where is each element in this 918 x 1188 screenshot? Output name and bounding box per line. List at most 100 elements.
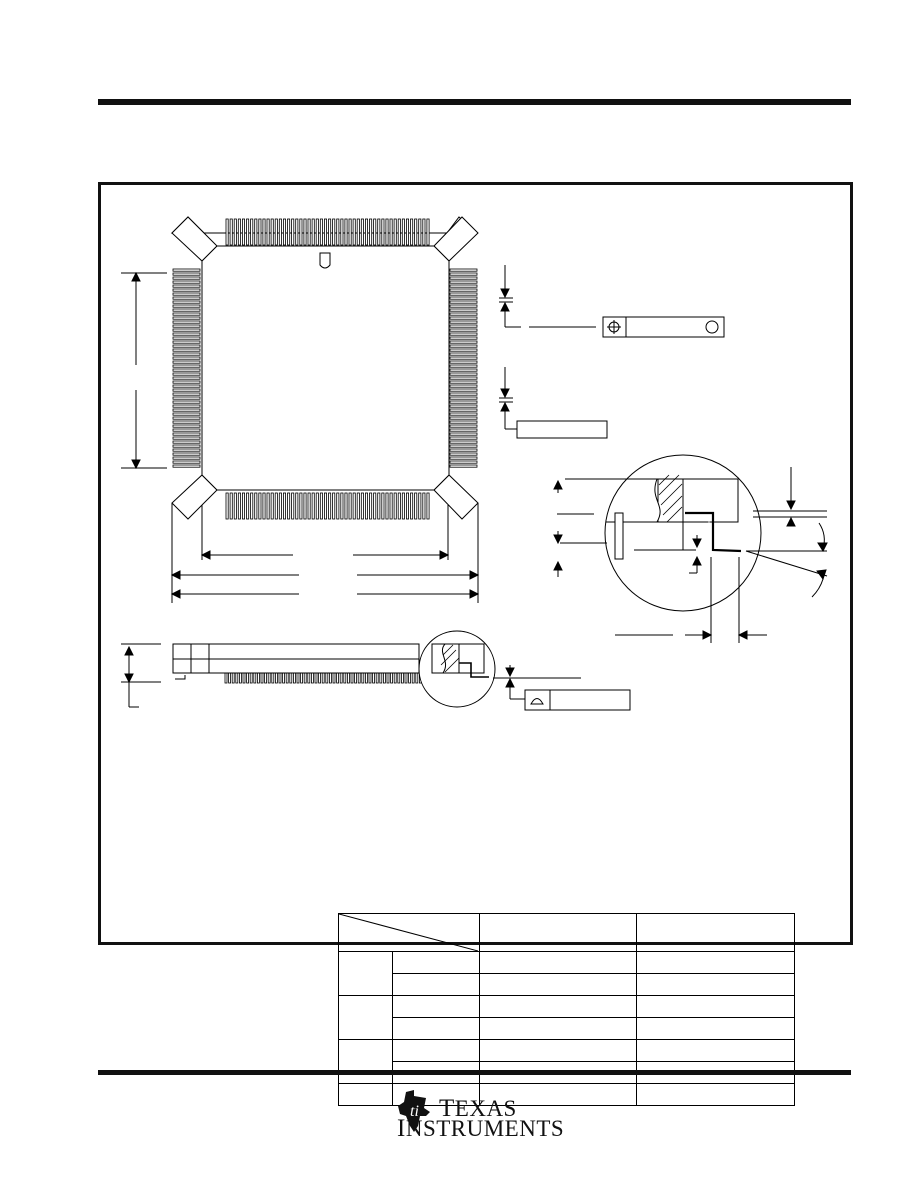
lead-left (172, 424, 201, 428)
lead-side (339, 672, 343, 684)
table-cell (338, 1039, 393, 1084)
lead-top (426, 218, 430, 246)
lead-side (411, 672, 415, 684)
lead-bottom (274, 492, 278, 520)
lead-left (172, 432, 201, 436)
lead-bottom (340, 492, 344, 520)
lead-bottom (418, 492, 422, 520)
lead-right (449, 356, 478, 360)
lead-side (372, 672, 376, 684)
lead-bottom (385, 492, 389, 520)
lead-side (361, 672, 365, 684)
lead-right (449, 376, 478, 380)
table-row (338, 951, 795, 996)
lead-left (172, 396, 201, 400)
lead-right (449, 352, 478, 356)
lead-right (449, 360, 478, 364)
lead-top (241, 218, 245, 246)
table-cell (338, 951, 393, 996)
lead-bottom (250, 492, 254, 520)
lead-top (225, 218, 229, 246)
lead-right (449, 288, 478, 292)
table-cell (338, 1083, 393, 1106)
lead-side (382, 672, 386, 684)
lead-side (357, 672, 361, 684)
lead-top (311, 218, 315, 246)
lead-right (449, 364, 478, 368)
table-cell (392, 1017, 480, 1040)
lead-left (172, 316, 201, 320)
lead-right (449, 388, 478, 392)
lead-side (282, 672, 286, 684)
lead-side (242, 672, 246, 684)
lead-bottom (291, 492, 295, 520)
lead-left (172, 356, 201, 360)
lead-left (172, 452, 201, 456)
lead-left (172, 460, 201, 464)
lead-side (271, 672, 275, 684)
lead-bottom (246, 492, 250, 520)
logo-word-texas: TEXAS (439, 1095, 517, 1122)
lead-side (314, 672, 318, 684)
table-cell (392, 951, 480, 974)
lead-side (310, 672, 314, 684)
lead-bottom (344, 492, 348, 520)
lead-bottom (422, 492, 426, 520)
lead-bottom (295, 492, 299, 520)
lead-top (405, 218, 409, 246)
lead-bottom (315, 492, 319, 520)
lead-left (172, 464, 201, 468)
lead-right (449, 412, 478, 416)
lead-right (449, 420, 478, 424)
lead-right (449, 340, 478, 344)
lead-top (258, 218, 262, 246)
lead-top (381, 218, 385, 246)
lead-bottom (311, 492, 315, 520)
lead-bottom (307, 492, 311, 520)
table-cell (479, 1039, 637, 1062)
lead-side (235, 672, 239, 684)
lead-right (449, 452, 478, 456)
lead-side (264, 672, 268, 684)
lead-right (449, 296, 478, 300)
lead-bottom (319, 492, 323, 520)
table-cell (636, 1039, 795, 1062)
lead-left (172, 344, 201, 348)
lead-right (449, 328, 478, 332)
lead-top (319, 218, 323, 246)
lead-top (315, 218, 319, 246)
lead-side (415, 672, 419, 684)
lead-side (400, 672, 404, 684)
lead-bottom (364, 492, 368, 520)
lead-side (253, 672, 257, 684)
svg-text:ti: ti (410, 1103, 419, 1120)
table-cell (636, 951, 795, 974)
lead-top (410, 218, 414, 246)
table-row (338, 995, 795, 1040)
lead-side (256, 672, 260, 684)
table-row (338, 1039, 795, 1084)
lead-top (246, 218, 250, 246)
lead-top (422, 218, 426, 246)
lead-bottom (241, 492, 245, 520)
lead-bottom (360, 492, 364, 520)
lead-right (449, 324, 478, 328)
lead-bottom (332, 492, 336, 520)
lead-bottom (303, 492, 307, 520)
lead-top (307, 218, 311, 246)
lead-side (379, 672, 383, 684)
lead-side (231, 672, 235, 684)
lead-left (172, 360, 201, 364)
lead-left (172, 392, 201, 396)
lead-left (172, 284, 201, 288)
lead-top (332, 218, 336, 246)
lead-right (449, 372, 478, 376)
lead-right (449, 428, 478, 432)
lead-top (369, 218, 373, 246)
lead-side (386, 672, 390, 684)
table-cell (479, 973, 637, 996)
lead-left (172, 456, 201, 460)
lead-right (449, 432, 478, 436)
lead-right (449, 464, 478, 468)
lead-side (336, 672, 340, 684)
